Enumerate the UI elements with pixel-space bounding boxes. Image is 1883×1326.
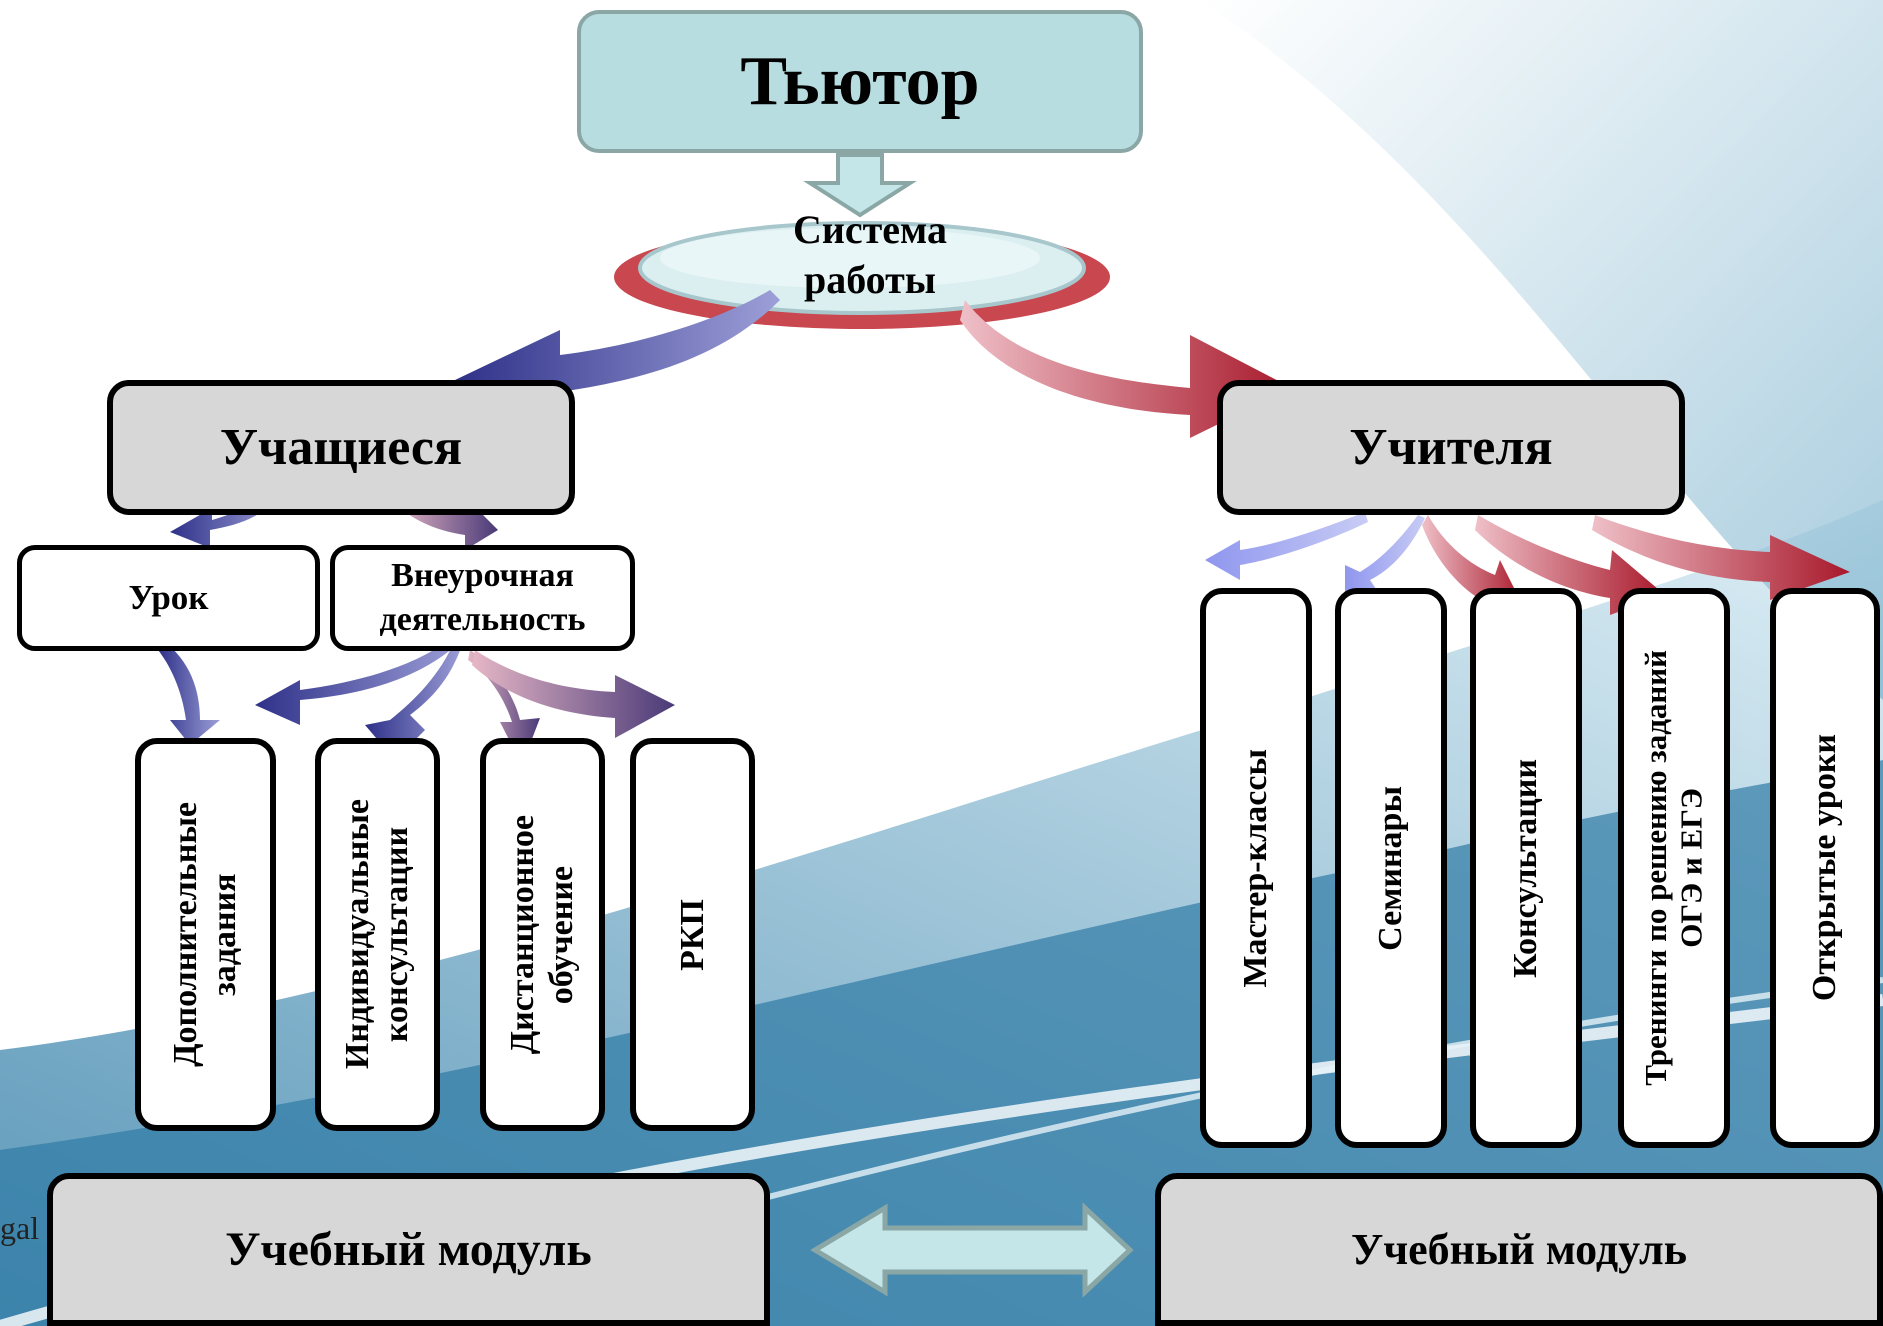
- extracurricular-label: Внеурочная деятельность: [379, 556, 586, 638]
- student-item-0: Дополнительные задания: [135, 738, 276, 1131]
- teacher-item-label: Семинары: [1372, 785, 1410, 951]
- teacher-item-label: Консультации: [1507, 758, 1545, 978]
- teacher-item-2: Консультации: [1470, 588, 1582, 1148]
- footer-text-fragment: gal: [0, 1210, 40, 1246]
- tutor-label: Тьютор: [740, 42, 980, 120]
- teacher-item-label: Тренинги по решению заданий ОГЭ и ЕГЭ: [1638, 650, 1709, 1086]
- teacher-item-3: Тренинги по решению заданий ОГЭ и ЕГЭ: [1618, 588, 1730, 1148]
- teacher-item-4: Открытые уроки: [1770, 588, 1880, 1148]
- tutor-box: Тьютор: [577, 10, 1143, 153]
- system-label: Система работы: [792, 207, 948, 302]
- teachers-label: Учителя: [1349, 419, 1553, 476]
- student-item-3: РКП: [630, 738, 755, 1131]
- module-left-box: Учебный модуль: [47, 1173, 770, 1326]
- teacher-item-label: Мастер-классы: [1237, 748, 1275, 988]
- teacher-item-1: Семинары: [1335, 588, 1447, 1148]
- teacher-item-0: Мастер-классы: [1200, 588, 1312, 1148]
- student-item-label: РКП: [673, 898, 711, 971]
- teacher-item-label: Открытые уроки: [1806, 734, 1844, 1002]
- module-right-box: Учебный модуль: [1155, 1173, 1883, 1326]
- students-label: Учащиеся: [219, 419, 463, 476]
- students-box: Учащиеся: [107, 380, 575, 515]
- student-item-label: Дистанционное обучение: [504, 814, 581, 1055]
- student-item-label: Индивидуальные консультации: [339, 799, 416, 1070]
- student-item-1: Индивидуальные консультации: [315, 738, 440, 1131]
- lesson-label: Урок: [128, 578, 209, 617]
- student-item-2: Дистанционное обучение: [480, 738, 605, 1131]
- student-item-label: Дополнительные задания: [167, 802, 244, 1067]
- module-left-label: Учебный модуль: [225, 1223, 592, 1276]
- lesson-box: Урок: [17, 545, 320, 651]
- module-right-label: Учебный модуль: [1351, 1225, 1687, 1274]
- extracurricular-box: Внеурочная деятельность: [330, 545, 635, 651]
- teachers-box: Учителя: [1217, 380, 1685, 515]
